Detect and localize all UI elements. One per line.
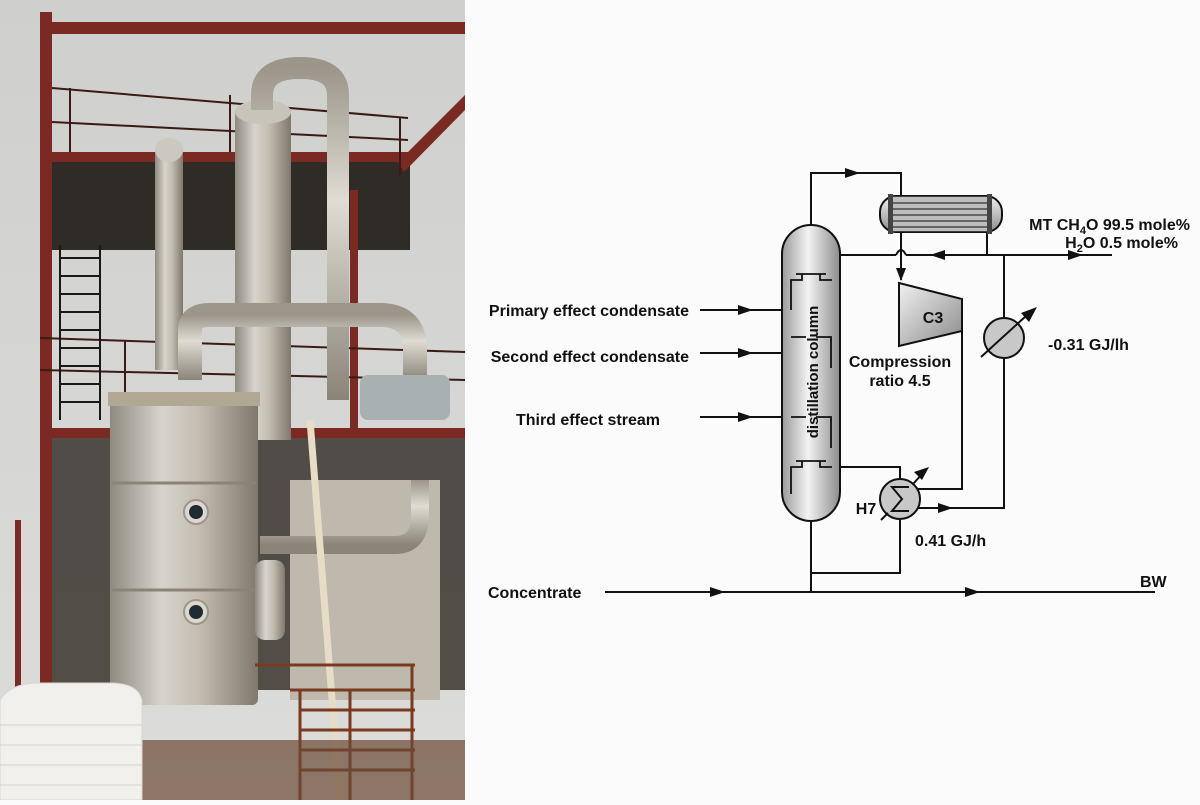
cooler-arrow-shaft <box>980 315 1027 358</box>
arrow-product <box>1068 250 1083 260</box>
reboiler-duty: 0.41 GJ/h <box>915 533 986 550</box>
sight-glass-upper-glass <box>189 505 203 519</box>
arrow-third <box>738 412 753 422</box>
reboiler-liquid-draw <box>811 520 901 574</box>
reboiler-coil <box>889 486 909 512</box>
cooler-duty: -0.31 GJ/lh <box>1048 337 1129 354</box>
vessel-flange <box>108 392 260 406</box>
arrow-cooler-loop <box>938 503 953 513</box>
feed-label: Concentrate <box>488 585 581 602</box>
tall-column <box>235 110 291 440</box>
product-line2: H2O 0.5 mole% <box>1065 235 1178 255</box>
compressor-outlet-line <box>918 310 963 490</box>
small-vessel <box>255 560 285 640</box>
reboiler-vapor-return <box>818 466 901 478</box>
cooler[interactable] <box>980 307 1037 359</box>
small-column-top <box>155 138 183 162</box>
reboiler-id: H7 <box>856 501 877 518</box>
reboiler-arrow-tail <box>880 512 889 521</box>
arrow-concentrate <box>710 587 725 597</box>
inlet-third-label: Third effect stream <box>516 412 660 429</box>
cooler-arrow-head <box>1021 307 1037 322</box>
process-flow-diagram: distillation column C3 Compression ratio… <box>465 0 1200 800</box>
u-pipe <box>251 56 349 400</box>
pfd-svg: distillation column C3 Compression ratio… <box>488 168 1190 602</box>
arrow-bw <box>965 587 980 597</box>
arrow-reflux <box>930 250 945 260</box>
arrow-overhead <box>845 168 860 178</box>
main-vessel <box>110 395 258 705</box>
bottoms-label: BW <box>1140 574 1168 591</box>
column-trays <box>790 273 832 494</box>
arrow-primary <box>738 305 753 315</box>
tube-sheet-left <box>888 194 893 234</box>
sight-glass-lower-glass <box>189 605 203 619</box>
inlet-primary-label: Primary effect condensate <box>489 303 689 320</box>
cross-pipe <box>178 303 427 380</box>
condenser-heat-exchanger[interactable] <box>879 194 1003 234</box>
reboiler-arrow-head <box>914 467 929 480</box>
flow-arrows <box>710 168 1083 597</box>
product-line1: MT CH4O 99.5 mole% <box>1029 217 1190 237</box>
side-pipe <box>260 480 429 554</box>
plant-photo <box>0 0 465 800</box>
condenser-tubes <box>890 202 990 228</box>
column-label: distillation column <box>805 306 822 439</box>
compressor-id: C3 <box>923 310 944 327</box>
compressor-c3[interactable]: C3 <box>898 281 963 348</box>
arrow-second <box>738 348 753 358</box>
water-tank <box>0 682 143 800</box>
inlet-second-label: Second effect condensate <box>491 349 689 366</box>
reboiler-h7[interactable] <box>879 467 929 521</box>
pvc-pipe <box>306 419 344 800</box>
compressor-label-line2: ratio 4.5 <box>869 373 930 390</box>
arrow-compressor-in <box>896 268 906 281</box>
compressor-label-line1: Compression <box>849 354 951 371</box>
tube-sheet-right <box>987 194 992 234</box>
plant-photo-illustration <box>0 0 465 800</box>
column-top <box>235 100 291 124</box>
ladder <box>59 245 101 420</box>
motor <box>360 375 450 420</box>
distillation-column[interactable]: distillation column <box>781 224 841 522</box>
